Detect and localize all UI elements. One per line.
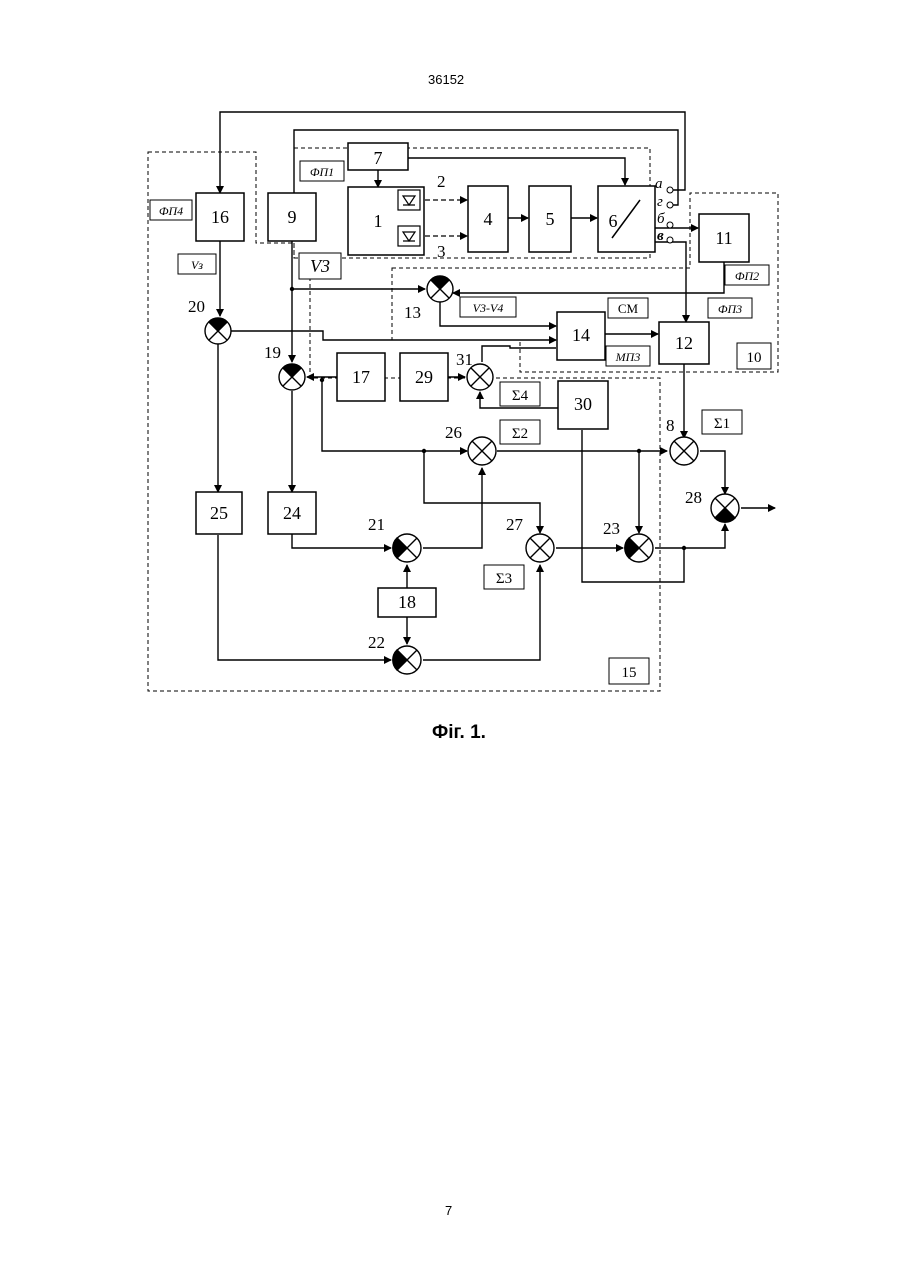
switch-label-a: а xyxy=(655,176,663,192)
block-9-label: 9 xyxy=(288,207,297,227)
label-fp3: ФП3 xyxy=(718,302,742,316)
node-26 xyxy=(468,437,496,465)
label-s1: Σ1 xyxy=(714,416,730,432)
connector-line xyxy=(268,533,391,548)
node-28 xyxy=(711,494,739,522)
block-6-label: 6 xyxy=(609,211,618,231)
connector-line xyxy=(482,346,556,362)
label-group-15: 15 xyxy=(622,665,637,681)
node-8-label: 8 xyxy=(666,416,675,435)
node-19 xyxy=(279,364,305,390)
connector-line xyxy=(453,262,724,293)
block-30-label: 30 xyxy=(574,394,592,414)
label-v3-big: V3 xyxy=(310,256,330,276)
label-mp3: МП3 xyxy=(615,350,641,364)
block-25-label: 25 xyxy=(210,503,228,523)
block-11-label: 11 xyxy=(715,228,732,248)
node-21-label: 21 xyxy=(368,515,385,534)
block-1 xyxy=(348,187,424,255)
block-12-label: 12 xyxy=(675,333,693,353)
node-27-label: 27 xyxy=(506,515,524,534)
switch-label-b: б xyxy=(657,211,665,227)
node-8 xyxy=(670,437,698,465)
connector-line xyxy=(220,112,685,193)
connector-line xyxy=(231,331,556,340)
connector-line xyxy=(423,468,482,548)
switch-contact-b xyxy=(667,222,673,228)
connector-line xyxy=(218,535,391,660)
node-19-label: 19 xyxy=(264,343,281,362)
junction-dot xyxy=(422,449,426,453)
ray-3-label: 3 xyxy=(437,242,446,261)
node-20-label: 20 xyxy=(188,297,205,316)
node-23-label: 23 xyxy=(603,519,620,538)
node-22-label: 22 xyxy=(368,633,385,652)
node-26-label: 26 xyxy=(445,423,462,442)
node-23 xyxy=(625,534,653,562)
node-20 xyxy=(205,318,231,344)
figure-caption: Фіг. 1. xyxy=(432,722,486,744)
switch-contact-a xyxy=(667,187,673,193)
switch-contact-g xyxy=(667,202,673,208)
node-28-label: 28 xyxy=(685,488,702,507)
node-13 xyxy=(427,276,453,302)
node-27 xyxy=(526,534,554,562)
block-29-label: 29 xyxy=(415,367,433,387)
node-31-label: 31 xyxy=(456,350,473,369)
label-s2: Σ2 xyxy=(512,426,528,442)
block-24-label: 24 xyxy=(283,503,301,523)
junction-dot xyxy=(637,449,641,453)
label-fp2: ФП2 xyxy=(735,269,759,283)
switch-label-v: в xyxy=(657,228,664,244)
connector-line xyxy=(655,524,725,548)
block-7-label: 7 xyxy=(374,148,383,168)
node-22 xyxy=(393,646,421,674)
label-cm: СМ xyxy=(618,301,639,316)
block-diagram: 7 1 4 5 6 9 16 11 14 12 17 29 30 25 24 1… xyxy=(0,0,901,760)
label-fp1: ФП1 xyxy=(310,165,334,179)
node-13-label: 13 xyxy=(404,303,421,322)
switch-contact-v xyxy=(667,237,673,243)
label-fp4: ФП4 xyxy=(159,204,183,218)
block-1-label: 1 xyxy=(374,211,383,231)
junction-dot xyxy=(682,546,686,550)
block-4-label: 4 xyxy=(484,209,493,229)
label-s3: Σ3 xyxy=(496,571,512,587)
block-14-label: 14 xyxy=(572,325,590,345)
switch-label-g: г xyxy=(657,194,663,210)
label-v3v4: V3-V4 xyxy=(473,301,504,315)
connector-line xyxy=(700,451,725,494)
block-16-label: 16 xyxy=(211,207,229,227)
block-5-label: 5 xyxy=(546,209,555,229)
page-number: 7 xyxy=(445,1203,452,1218)
connector-line xyxy=(655,242,686,322)
label-group-10: 10 xyxy=(747,350,762,366)
ray-2-label: 2 xyxy=(437,172,446,191)
label-v3-small: Vз xyxy=(191,258,203,272)
node-21 xyxy=(393,534,421,562)
block-17-label: 17 xyxy=(352,367,370,387)
label-s4: Σ4 xyxy=(512,388,529,404)
junction-dot xyxy=(320,378,324,382)
junction-dot xyxy=(290,287,294,291)
block-18-label: 18 xyxy=(398,592,416,612)
